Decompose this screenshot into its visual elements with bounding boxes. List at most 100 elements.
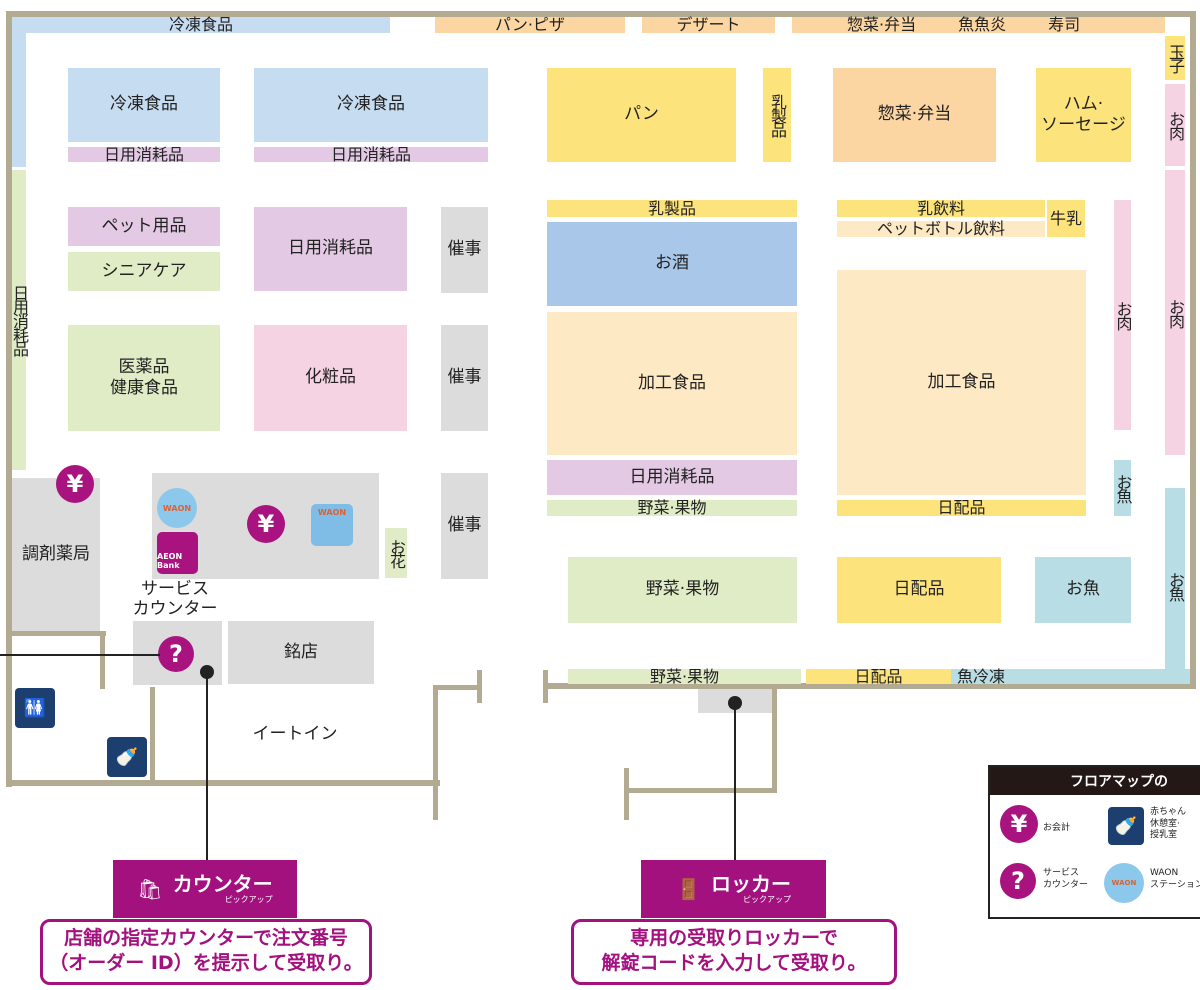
legend-waon: WAON ステーション [1150, 868, 1200, 890]
wall [477, 670, 482, 703]
checkout-icon: ¥ [56, 465, 94, 503]
section-daily-3: 日用消耗品 [254, 207, 407, 291]
label: パン [624, 104, 659, 125]
label: ペット用品 [101, 215, 187, 236]
wall [150, 687, 155, 783]
label: 魚冷凍 [957, 666, 1006, 686]
service-counter-icon: ? [1000, 863, 1036, 899]
section-deli: 惣菜·弁当 [833, 68, 996, 162]
wall [100, 631, 105, 689]
section-dairy-vertical: 乳製品 [763, 68, 791, 162]
label: 牛乳 [1049, 208, 1082, 228]
label: ペットボトル飲料 [876, 219, 1005, 238]
label: お魚 [1113, 474, 1133, 502]
waon-station-icon: WAON [1104, 863, 1144, 903]
wall [433, 685, 481, 690]
section-veg-1: 野菜·果物 [547, 498, 797, 517]
section-event-1: 催事 [441, 207, 488, 293]
section-veg-3: 野菜·果物 [568, 666, 801, 686]
label: 銘店 [284, 641, 318, 662]
label: 野菜·果物 [637, 498, 707, 517]
label: お花 [387, 539, 406, 567]
label: 日配品 [893, 579, 945, 600]
baby-room-icon: 🍼 [107, 737, 147, 777]
legend-checkout: お会計 [1043, 823, 1071, 833]
checkout-icon: ¥ [247, 505, 285, 543]
label: ハム· ソーセージ [1041, 93, 1126, 135]
label: お魚 [1166, 572, 1185, 600]
section-milk: 牛乳 [1047, 200, 1085, 237]
section-frozen-fish: 魚冷凍 [951, 666, 1190, 686]
wall [6, 780, 440, 786]
leader-line [206, 672, 208, 860]
checkout-icon: ¥ [1000, 805, 1038, 843]
wall [625, 788, 777, 793]
label: お酒 [655, 253, 689, 274]
locker-pickup-description: 専用の受取りロッカーで 解錠コードを入力して受取り。 [571, 919, 897, 985]
wall [1190, 11, 1196, 689]
label: お肉 [1166, 298, 1185, 327]
wall [624, 768, 629, 820]
section-fish-inner: お魚 [1113, 460, 1133, 516]
label: 冷凍食品 [337, 94, 405, 115]
legend: フロアマップの ¥ お会計 🍼 赤ちゃん 休憩室· 授乳室 ? サービス カウン… [988, 765, 1200, 919]
wall [772, 686, 777, 793]
section-pet-bottle: ペットボトル飲料 [837, 219, 1045, 238]
label: 催事 [447, 515, 482, 536]
section-pharmacy: 調剤薬局 [12, 478, 100, 631]
section-chilled-1: 日配品 [837, 498, 1086, 517]
section-frozen-1: 冷凍食品 [68, 68, 220, 142]
label: 日用消耗品 [288, 238, 373, 259]
section-meat-top: お肉 [1165, 84, 1185, 166]
label: 乳製品 [768, 94, 787, 136]
label: デザート [676, 15, 741, 34]
counter-pickup-icon: 🛍 [137, 877, 163, 901]
title: ロッカー [710, 871, 791, 896]
counter-pickup-description: 店舗の指定カウンターで注文番号 （オーダー ID）を提示して受取り。 [40, 919, 372, 985]
label: 冷凍食品 [110, 94, 178, 115]
section-flowers: お花 [385, 528, 407, 578]
section-bread-pizza: パン·ピザ [435, 15, 625, 34]
locker-pickup-badge: 🚪 ロッカーピックアップ [641, 860, 826, 918]
label: 野菜·果物 [649, 666, 720, 686]
locker-pickup-icon: 🚪 [676, 877, 701, 901]
label: サービス カウンター [132, 579, 218, 619]
label: シニアケア [101, 260, 187, 281]
legend-title: フロアマップの [990, 767, 1200, 795]
section-medicine: 医薬品 健康食品 [68, 325, 220, 431]
label: 加工食品 [638, 372, 706, 393]
text: 店舗の指定カウンターで注文番号 （オーダー ID）を提示して受取り。 [49, 927, 363, 974]
title: カウンター [172, 871, 273, 896]
section-fish-2: お魚 [1035, 557, 1131, 623]
label: 惣菜·弁当 [877, 104, 952, 125]
legend-service: サービス カウンター [1043, 868, 1089, 890]
label: 日用消耗品 [330, 144, 411, 164]
section-sake: お酒 [547, 222, 797, 306]
strip-blue-left [12, 17, 26, 167]
text: 専用の受取りロッカーで 解錠コードを入力して受取り。 [601, 927, 867, 974]
label: 惣菜·弁当 [847, 15, 917, 34]
label: 寿司 [1048, 15, 1081, 34]
wall [543, 670, 548, 703]
label: 日配品 [937, 498, 986, 517]
subtitle: ピックアップ [742, 894, 791, 904]
section-meat-inner: お肉 [1114, 200, 1133, 430]
wall [6, 11, 12, 787]
section-milk-drinks: 乳飲料 [837, 199, 1045, 218]
baby-room-icon: 🍼 [1108, 807, 1144, 845]
section-veg-2: 野菜·果物 [568, 557, 797, 623]
label: お肉 [1166, 111, 1185, 139]
section-daily-1: 日用消耗品 [68, 144, 220, 164]
section-cosmetics: 化粧品 [254, 325, 407, 431]
service-counter-label: サービス カウンター [120, 580, 230, 620]
restroom-icon: 🚻 [15, 688, 55, 728]
section-dessert: デザート [642, 15, 775, 34]
waon-station-icon: WAON [157, 488, 197, 528]
section-shop: 銘店 [228, 621, 374, 684]
aeon-bank-icon: AEON Bank [157, 532, 198, 574]
label: イートイン [252, 724, 338, 745]
label: 日用消耗品 [103, 144, 184, 164]
wall [545, 683, 1196, 689]
label: WAON [162, 503, 192, 513]
label: 冷凍食品 [168, 15, 233, 34]
